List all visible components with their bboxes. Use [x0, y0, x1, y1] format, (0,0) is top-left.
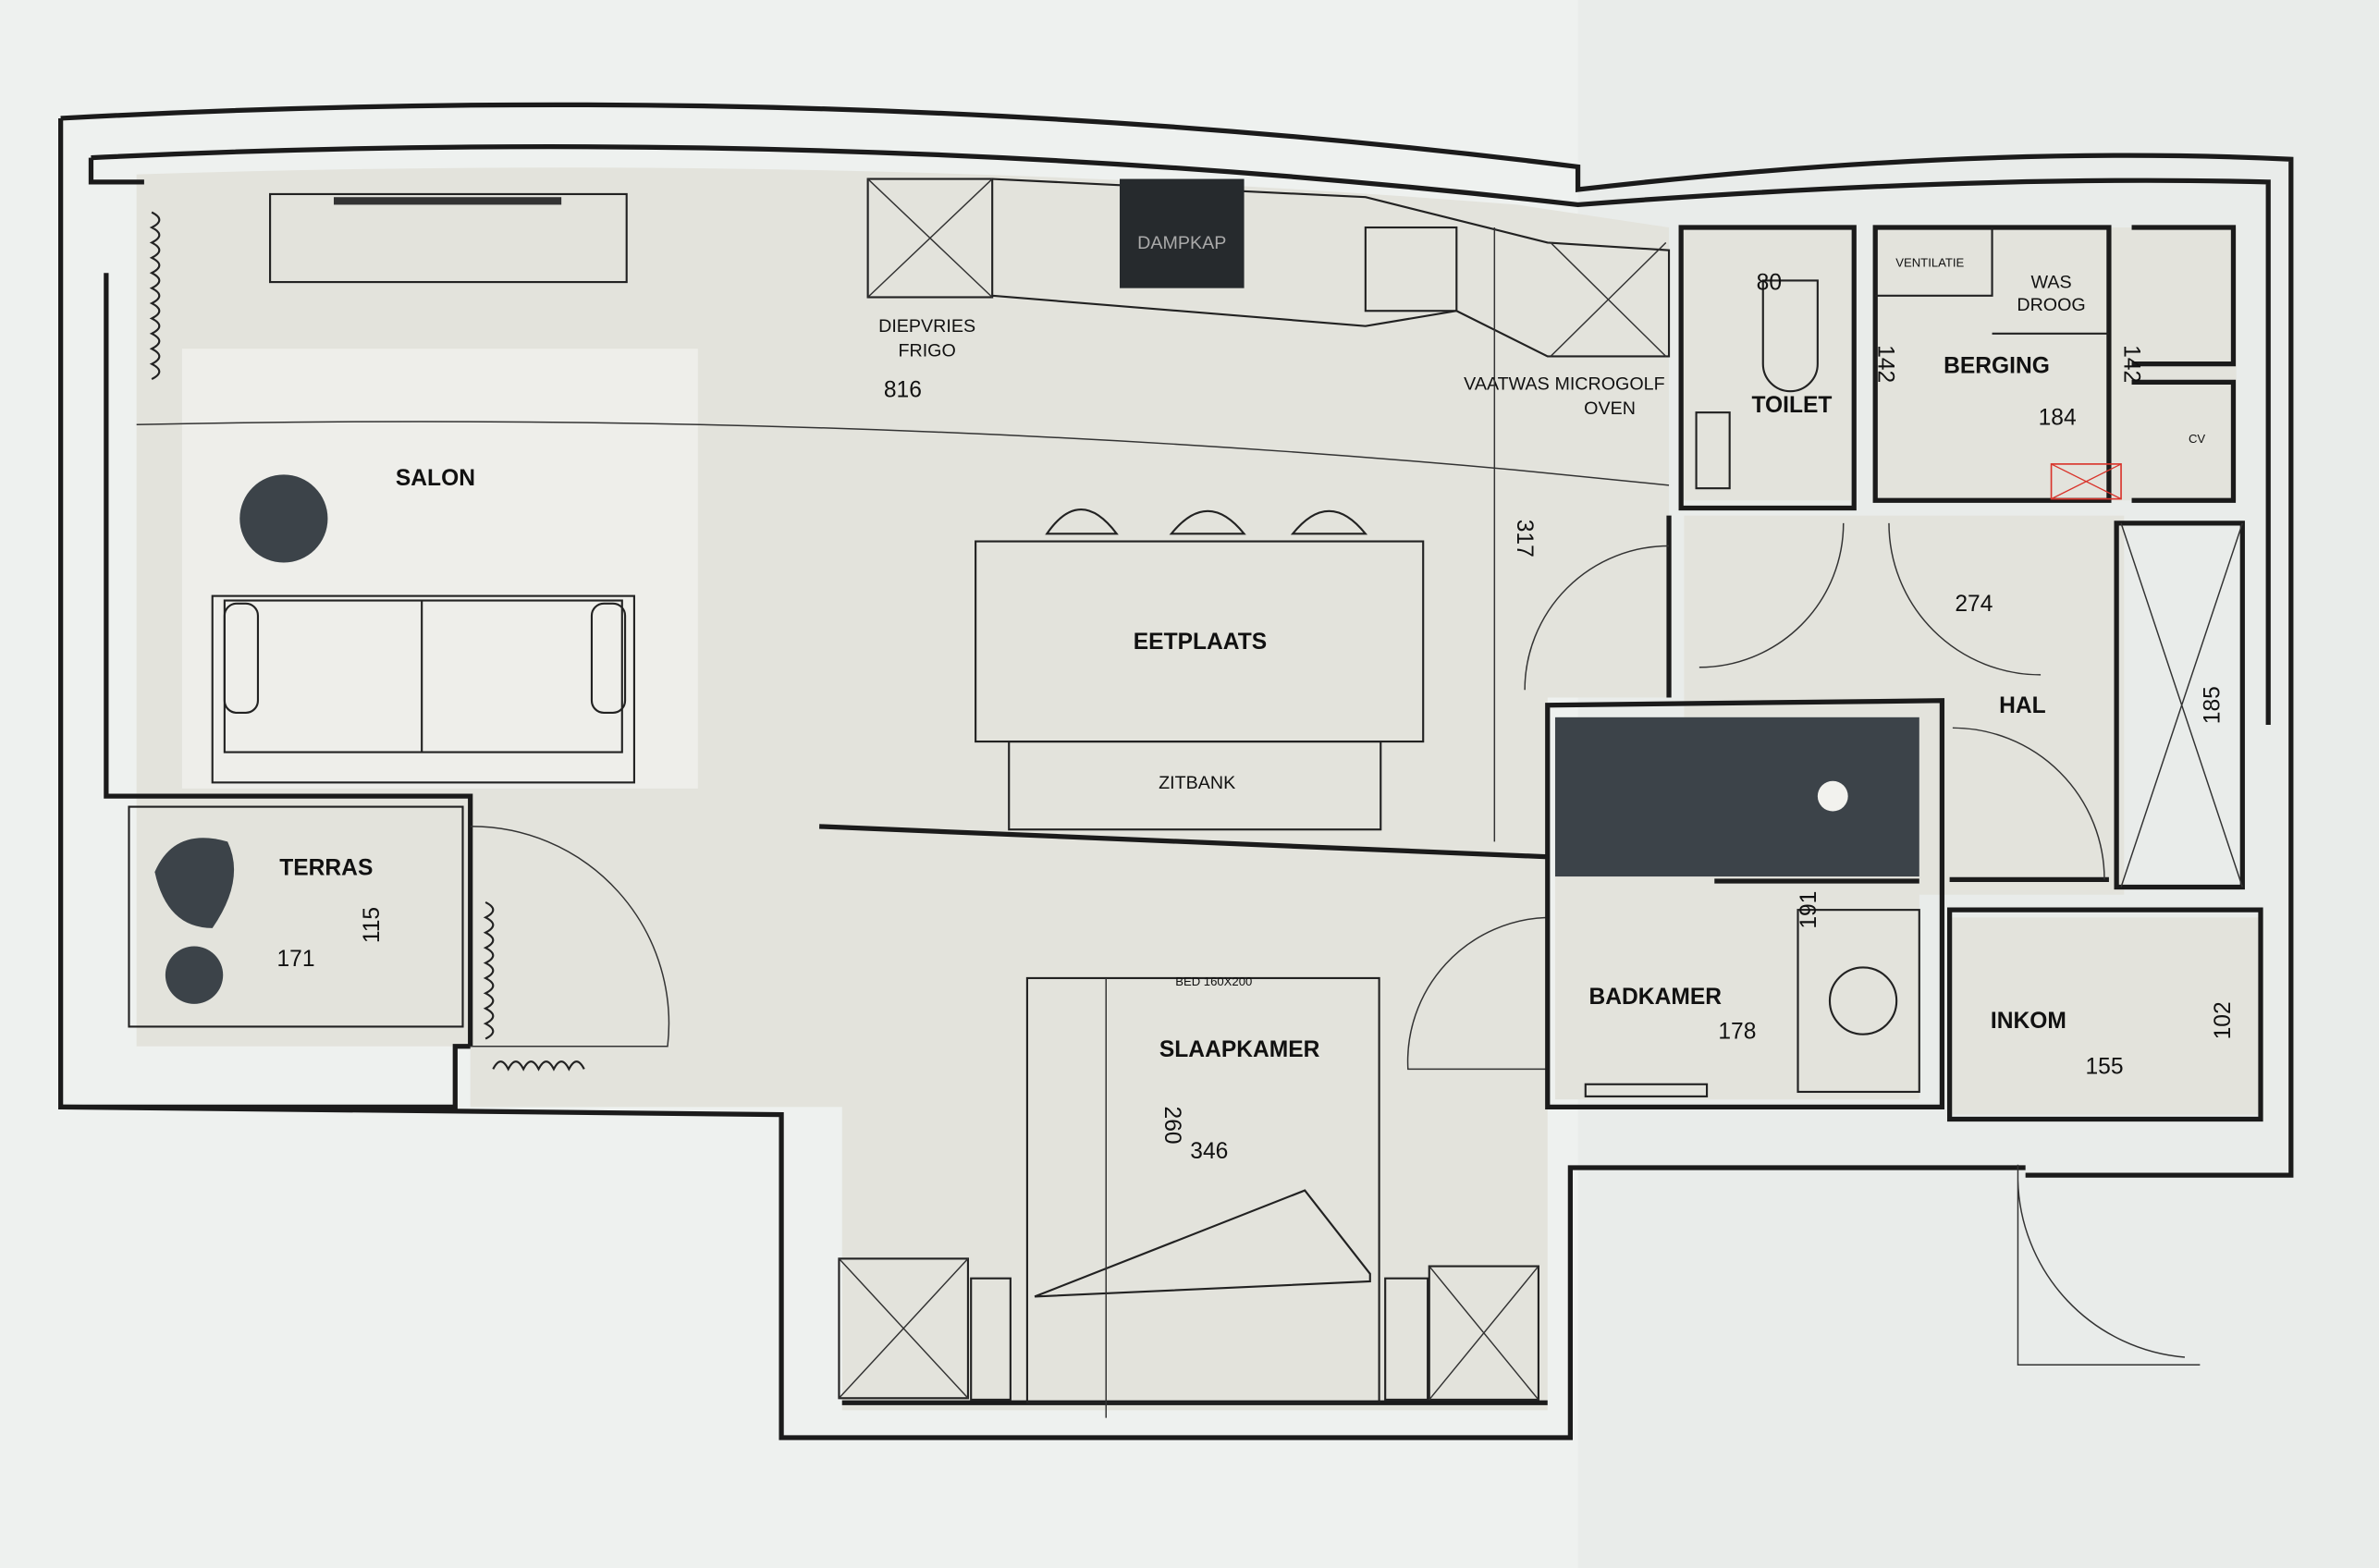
label-berging: BERGING: [1944, 354, 2050, 379]
terras-furniture: [128, 805, 670, 1047]
hal-area: [1524, 515, 2245, 890]
dim-hal-width: 274: [1955, 592, 1993, 617]
label-salon: SALON: [396, 466, 475, 491]
rug: [181, 349, 698, 789]
dim-kitchen-depth: 317: [1512, 520, 1537, 557]
dim-berging-depth-right: 142: [2118, 345, 2143, 383]
label-inkom: INKOM: [1991, 1009, 2066, 1034]
label-microgolf: MICROGOLF: [1554, 374, 1664, 395]
dim-slaapkamer-width: 346: [1190, 1139, 1228, 1164]
label-cv: CV: [2189, 432, 2205, 446]
label-was: WAS: [2031, 273, 2072, 293]
label-hal: HAL: [1999, 693, 2046, 718]
sofa: [211, 594, 635, 784]
dim-inkom-width: 155: [2085, 1054, 2123, 1079]
label-oven: OVEN: [1584, 398, 1636, 419]
label-frigo: FRIGO: [898, 340, 955, 361]
label-diepvries: DIEPVRIES: [878, 316, 975, 337]
label-zitbank: ZITBANK: [1159, 773, 1235, 793]
label-bed-size: BED 160X200: [1175, 974, 1252, 988]
dim-berging-width: 184: [2039, 405, 2077, 430]
label-slaapkamer: SLAAPKAMER: [1159, 1037, 1320, 1062]
kitchen-units: [866, 178, 1671, 358]
curtain-slaapkamer: [492, 1060, 585, 1072]
bed: [1025, 976, 1380, 1418]
dim-badkamer-width: 178: [1718, 1020, 1756, 1045]
label-toilet: TOILET: [1751, 393, 1832, 418]
curtain-terras: [483, 900, 495, 1040]
tv-cabinet: [269, 192, 628, 284]
label-droog: DROOG: [2017, 295, 2085, 315]
label-vaatwas: VAATWAS: [1464, 374, 1550, 395]
label-terras: TERRAS: [279, 855, 373, 880]
wardrobes: [838, 1257, 1539, 1402]
dim-inkom-depth: 102: [2211, 1001, 2236, 1039]
label-eetplaats: EETPLAATS: [1134, 630, 1267, 655]
label-dampkap: DAMPKAP: [1137, 233, 1226, 253]
dim-hal-depth: 185: [2201, 686, 2226, 724]
dim-slaapkamer-depth: 260: [1159, 1107, 1184, 1145]
dining-island: [975, 508, 1425, 831]
label-badkamer: BADKAMER: [1589, 985, 1723, 1010]
dim-terras-width: 171: [276, 947, 314, 972]
side-table: [239, 474, 328, 563]
door-slaapkamer: [1406, 916, 1548, 1071]
dim-terras-depth: 115: [360, 907, 385, 943]
inkom-area: [1946, 907, 2263, 1366]
dim-salon-width: 816: [884, 378, 922, 403]
curtain-salon: [149, 211, 161, 381]
bathroom: [1545, 698, 1945, 1109]
berging-room: [1872, 225, 2237, 503]
toilet-room: [1678, 225, 1857, 511]
dim-badkamer-depth: 191: [1797, 891, 1821, 929]
dim-berging-depth-left: 142: [1872, 345, 1897, 383]
label-ventilatie: VENTILATIE: [1895, 256, 1964, 270]
dim-toilet-width: 80: [1757, 270, 1782, 295]
